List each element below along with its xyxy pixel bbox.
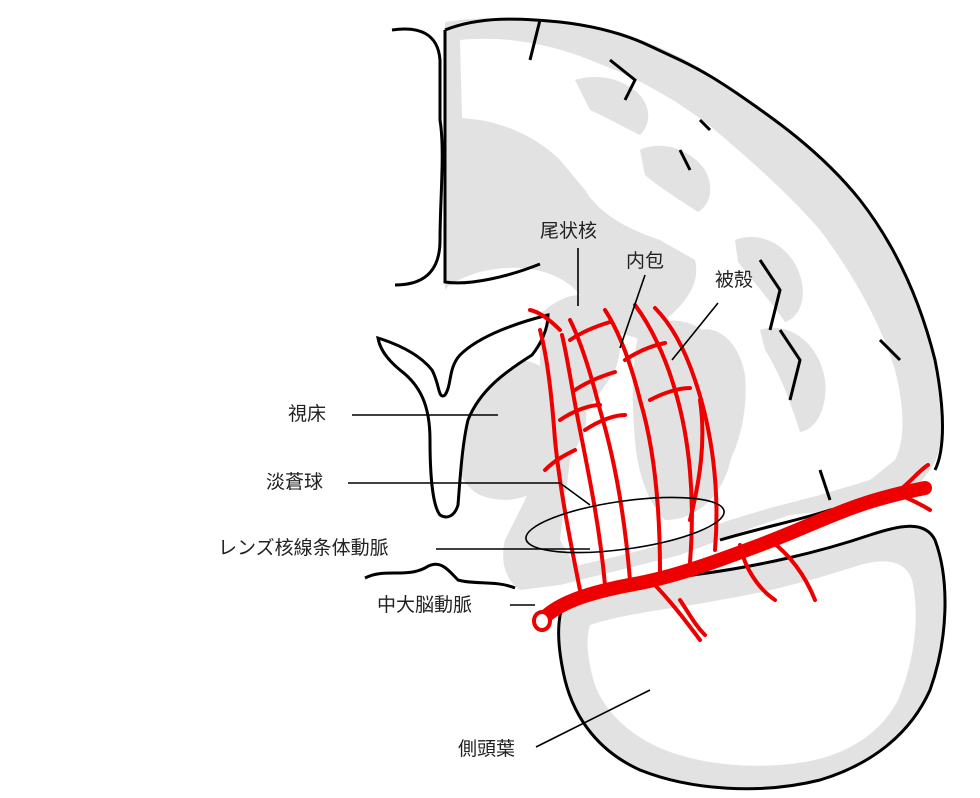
label-caudate: 尾状核 — [540, 220, 598, 242]
medial-surface — [443, 30, 541, 285]
lenticulostriate-arteries — [528, 303, 932, 642]
label-putamen: 被殻 — [715, 269, 754, 291]
lateral-ventricle — [376, 313, 550, 519]
label-thalamus: 視床 — [288, 403, 327, 425]
sulcus — [528, 19, 902, 501]
mca-cut-end — [532, 610, 552, 632]
label-temporal-lobe: 側頭葉 — [458, 738, 516, 760]
label-internal-capsule: 内包 — [626, 250, 665, 272]
lateral-fissure — [364, 562, 516, 590]
temporal-white-matter — [587, 561, 916, 766]
label-mca: 中大脳動脈 — [377, 594, 473, 616]
middle-cerebral-artery — [535, 481, 932, 627]
gyrus-fold — [735, 236, 803, 322]
lenticulostriate-ellipse — [525, 496, 725, 554]
leader-lines — [348, 248, 719, 748]
white-matter — [460, 38, 903, 566]
medial-surface — [391, 27, 444, 287]
label-globus-pallidus: 淡蒼球 — [266, 471, 324, 493]
label-lenticulostriate: レンズ核線条体動脈 — [218, 537, 389, 559]
gyrus-fold — [760, 327, 826, 432]
hemisphere-outline — [444, 17, 944, 471]
gyrus-fold — [640, 145, 711, 212]
